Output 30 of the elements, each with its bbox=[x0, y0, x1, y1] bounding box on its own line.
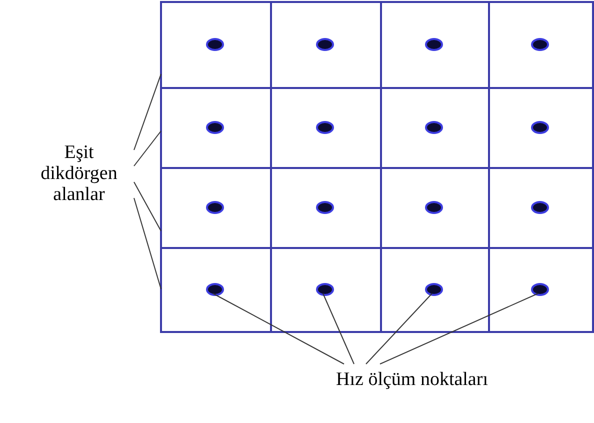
grid-cell bbox=[488, 247, 594, 333]
measurement-point-dot bbox=[425, 200, 443, 214]
measurement-point-dot bbox=[425, 38, 443, 50]
measurement-point-dot bbox=[316, 38, 334, 50]
leader-line bbox=[134, 198, 162, 290]
grid-cell bbox=[488, 1, 594, 89]
leader-line bbox=[380, 293, 538, 364]
measurement-point-dot bbox=[531, 38, 549, 50]
grid-cell bbox=[160, 1, 272, 89]
measurement-point-dot bbox=[531, 200, 549, 214]
measurement-point-dot bbox=[206, 282, 224, 296]
leader-line bbox=[134, 182, 162, 232]
measurement-point-dot bbox=[316, 120, 334, 134]
measurement-point-dot bbox=[316, 200, 334, 214]
leader-line bbox=[322, 293, 354, 364]
measurement-point-dot bbox=[206, 120, 224, 134]
measurement-point-dot bbox=[206, 200, 224, 214]
leader-line bbox=[212, 293, 344, 364]
measurement-point-dot bbox=[425, 282, 443, 296]
callout-label: Eşit dikdörgen alanlar bbox=[40, 142, 118, 204]
leader-line bbox=[134, 130, 162, 166]
measurement-point-dot bbox=[531, 282, 549, 296]
measurement-point-dot bbox=[206, 38, 224, 50]
measurement-point-dot bbox=[425, 120, 443, 134]
leader-line bbox=[366, 293, 432, 364]
measurement-point-dot bbox=[316, 282, 334, 296]
leader-line bbox=[134, 74, 162, 150]
grid-cell bbox=[160, 247, 272, 333]
callout-label: Hız ölçüm noktaları bbox=[336, 368, 488, 390]
measurement-point-dot bbox=[531, 120, 549, 134]
